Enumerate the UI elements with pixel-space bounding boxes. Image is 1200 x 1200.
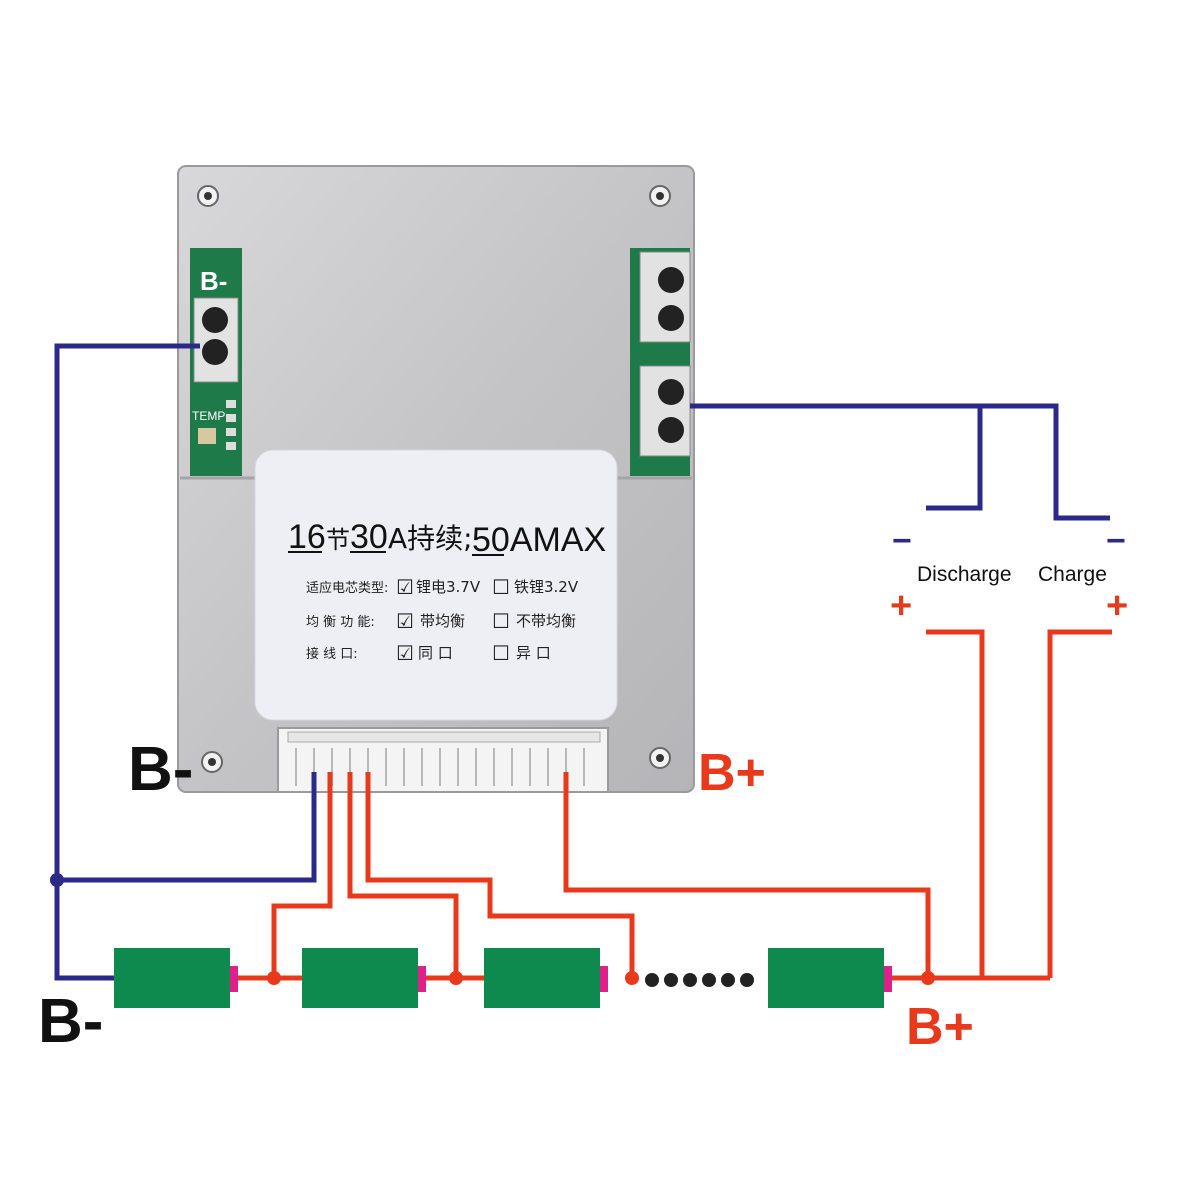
charge-positive-wire [1047, 629, 1112, 978]
b-minus-main-wire [54, 343, 200, 981]
smd-part [226, 400, 236, 408]
sticker-row-3: 接 线 口: ☑ 同 口 ☐ 异 口 [306, 641, 551, 665]
pcb-b-minus-label: B- [200, 266, 227, 296]
checkbox-empty: ☐ [492, 641, 510, 665]
terminal-hole [658, 305, 684, 331]
junction-dot [449, 971, 463, 985]
discharge-negative-wire [926, 406, 983, 511]
sense-wire-4 [365, 772, 635, 978]
smd-part [226, 414, 236, 422]
b-plus-sense-wire [563, 772, 931, 978]
junction-dots [50, 873, 935, 985]
ellipsis-dot [645, 973, 659, 987]
b-minus-sense-wire [57, 772, 317, 883]
junction-dot [267, 971, 281, 985]
board-b-minus-label: B- [128, 735, 193, 804]
junction-dot [921, 971, 935, 985]
terminal-hole [658, 379, 684, 405]
battery-cell [484, 948, 600, 1008]
terminal-hole [658, 417, 684, 443]
terminal-hole [202, 307, 228, 333]
svg-text:均 衡 功 能:: 均 衡 功 能: [306, 615, 375, 630]
screw-holes [197, 185, 671, 773]
terminal-block-right-bottom [639, 365, 691, 457]
svg-text:铁锂3.2V: 铁锂3.2V [514, 578, 579, 596]
connector-latch [287, 731, 601, 743]
svg-text:接 线 口:: 接 线 口: [306, 646, 358, 662]
smd-part [226, 428, 236, 436]
svg-text:同 口: 同 口 [418, 644, 453, 662]
battery-cell [302, 948, 418, 1008]
battery-cell [114, 948, 230, 1008]
cell-positive-terminal [230, 966, 238, 992]
ellipsis-dot [721, 973, 735, 987]
sticker-cells-num: 16 [288, 518, 326, 556]
temp-sensor-pad [198, 428, 216, 444]
pack-b-plus-label: B+ [906, 998, 974, 1056]
sense-wire-3 [347, 772, 459, 978]
junction-dot [625, 971, 639, 985]
checkbox-empty: ☐ [492, 575, 510, 599]
sense-wire-2 [271, 772, 333, 978]
bms-board: B- TEMP 16 节 30 A持续; 50AMAX [177, 165, 695, 793]
sticker-max-current: 50AMAX [472, 521, 606, 559]
battery-cells [114, 948, 892, 1008]
checkbox-checked: ☑ [396, 641, 414, 665]
terminal-hole [202, 339, 228, 365]
svg-text:带均衡: 带均衡 [420, 612, 465, 630]
checkbox-empty: ☐ [492, 609, 510, 633]
spec-sticker [254, 449, 618, 721]
cell-positive-terminal [418, 966, 426, 992]
svg-text:锂电3.7V: 锂电3.7V [416, 578, 481, 596]
ellipsis-dot [702, 973, 716, 987]
discharge-minus-sign: − [892, 522, 912, 560]
cell-positive-terminal [600, 966, 608, 992]
load-negative-wire [690, 403, 1110, 521]
cell-positive-terminal [884, 966, 892, 992]
discharge-label: Discharge [917, 563, 1012, 586]
ellipsis-dot [740, 973, 754, 987]
cell-ellipsis [645, 973, 754, 987]
sticker-row-1: 适应电芯类型: ☑ 锂电3.7V ☐ 铁锂3.2V [306, 575, 579, 599]
checkbox-checked: ☑ [396, 609, 414, 633]
positive-wires [236, 629, 1112, 981]
junction-dot [50, 873, 64, 887]
discharge-positive-wire [926, 629, 985, 978]
terminal-hole [658, 267, 684, 293]
temp-label: TEMP [192, 409, 225, 423]
discharge-plus-sign: + [890, 585, 912, 627]
sticker-cont-current: 30 [350, 518, 388, 556]
svg-text:适应电芯类型:: 适应电芯类型: [306, 580, 388, 596]
load-port: − − Discharge Charge + + [890, 522, 1128, 627]
smd-part [226, 442, 236, 450]
sticker-cont-suffix: A持续; [388, 522, 473, 555]
board-b-plus-label: B+ [698, 744, 766, 802]
charge-plus-sign: + [1106, 585, 1128, 627]
negative-wires [54, 343, 1110, 981]
ellipsis-dot [683, 973, 697, 987]
charge-minus-sign: − [1106, 522, 1126, 560]
sticker-cells-unit: 节 [326, 526, 350, 554]
svg-text:不带均衡: 不带均衡 [516, 612, 576, 630]
pack-b-minus-label: B- [38, 987, 103, 1056]
svg-text:异 口: 异 口 [516, 644, 551, 662]
checkbox-checked: ☑ [396, 575, 414, 599]
charge-label: Charge [1038, 563, 1107, 586]
ellipsis-dot [664, 973, 678, 987]
battery-cell [768, 948, 884, 1008]
sticker-row-2: 均 衡 功 能: ☑ 带均衡 ☐ 不带均衡 [306, 609, 576, 633]
